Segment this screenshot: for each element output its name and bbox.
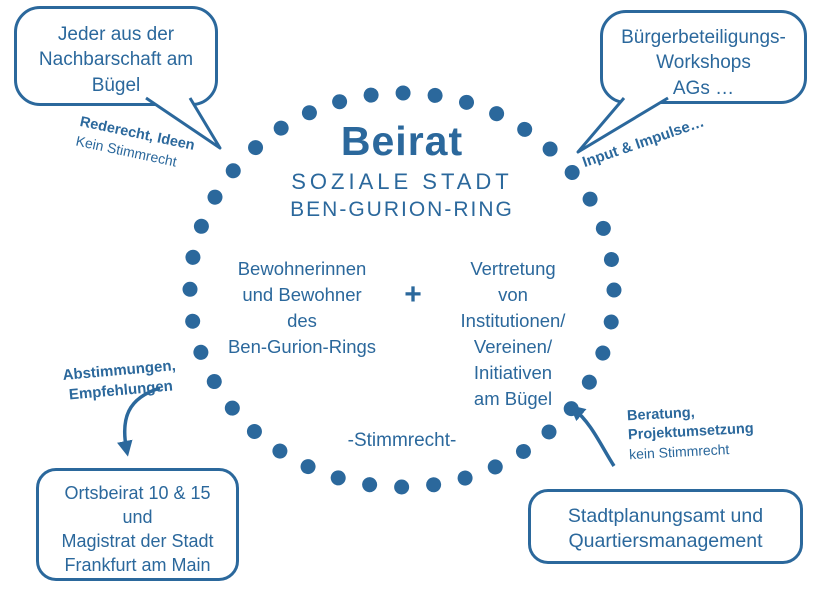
member-line: und Bewohner xyxy=(242,284,362,306)
bubble-line: Bürgerbeteiligungs- xyxy=(621,27,786,48)
box-line: und xyxy=(122,506,153,527)
box-line: Stadtplanungsamt und xyxy=(567,505,764,527)
bubble-line: Workshops xyxy=(656,52,751,74)
box-stadtplanungsamt: Stadtplanungsamt und Quartiersmanagement xyxy=(528,489,803,564)
bubble-line: AGs … xyxy=(672,77,735,99)
circle-subtitle-2: BEN-GURION-RING xyxy=(290,198,514,222)
box-line: Quartiersmanagement xyxy=(568,530,763,553)
circle-subtitle-1: SOZIALE STADT xyxy=(291,169,513,195)
circle-content: Beirat SOZIALE STADT BEN-GURION-RING Bew… xyxy=(200,118,604,452)
member-line: Initiativen xyxy=(473,362,553,384)
member-line: des xyxy=(287,310,317,332)
member-groups: Bewohnerinnen und Bewohner des Ben-Gurio… xyxy=(200,256,604,412)
box-ortsbeirat-magistrat: Ortsbeirat 10 & 15 und Magistrat der Sta… xyxy=(36,468,239,581)
box-line: Ortsbeirat 10 & 15 xyxy=(64,483,211,503)
member-line: Vereinen/ xyxy=(473,336,553,358)
member-group-residents: Bewohnerinnen und Bewohner des Ben-Gurio… xyxy=(212,256,392,412)
annotation-abstimmungen: Abstimmungen, Empfehlungen xyxy=(43,354,198,406)
circle-title: Beirat xyxy=(340,118,464,164)
voting-note: -Stimmrecht- xyxy=(347,430,457,452)
member-line: Vertretung xyxy=(470,258,556,280)
member-line: Ben-Gurion-Rings xyxy=(227,336,377,358)
annotation-rederecht: Rederecht, Ideen Kein Stimmrecht xyxy=(74,113,197,174)
member-line: von xyxy=(498,284,528,306)
member-line: Institutionen/ xyxy=(460,310,566,332)
speech-bubble-neighbourhood: Jeder aus der Nachbarschaft am Bügel xyxy=(14,6,218,106)
member-line: am Bügel xyxy=(473,388,553,410)
member-group-institutions: Vertretung von Institutionen/ Vereinen/ … xyxy=(434,256,592,412)
bubble-line: Nachbarschaft am xyxy=(38,49,194,71)
annotation-beratung: Beratung, Projektumsetzung kein Stimmrec… xyxy=(627,401,755,463)
bubble-line: Jeder aus der xyxy=(57,24,175,45)
box-line: Magistrat der Stadt xyxy=(61,530,214,551)
speech-bubble-workshops: Bürgerbeteiligungs- Workshops AGs … xyxy=(600,10,807,104)
bubble-line: Bügel xyxy=(91,74,141,96)
member-line: Bewohnerinnen xyxy=(237,258,367,280)
plus-sign: + xyxy=(404,278,422,312)
box-line: Frankfurt am Main xyxy=(64,554,211,575)
